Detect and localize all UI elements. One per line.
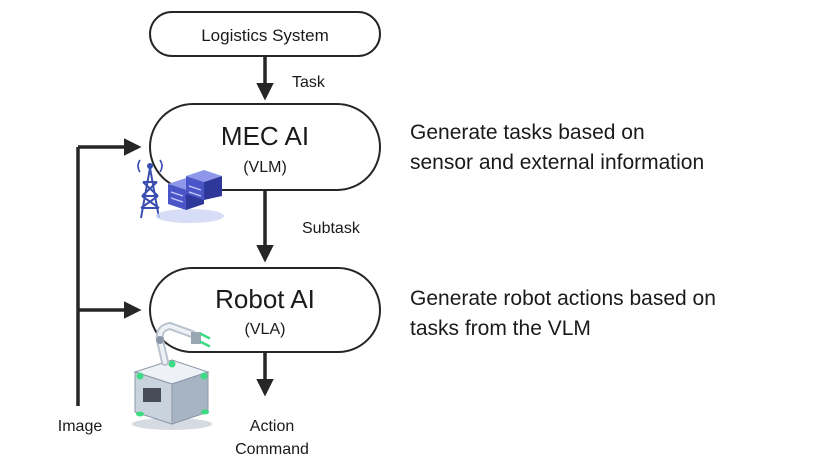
action-label-line1: Action: [250, 418, 294, 435]
action-label-line2: Command: [235, 441, 309, 458]
subtask-label: Subtask: [302, 220, 361, 237]
logistics-system-label: Logistics System: [201, 26, 329, 45]
mec-ai-title: MEC AI: [221, 121, 309, 151]
mec-description-line2: sensor and external information: [410, 151, 704, 174]
robot-arm-icon: [132, 321, 212, 430]
task-label: Task: [292, 74, 326, 91]
image-label: Image: [58, 418, 103, 435]
mec-ai-subtitle: (VLM): [243, 159, 287, 176]
mec-ai-node: MEC AI (VLM): [149, 103, 381, 191]
robot-description-line1: Generate robot actions based on: [410, 287, 716, 310]
robot-ai-title: Robot AI: [215, 284, 315, 314]
robot-ai-node: Robot AI (VLA): [149, 267, 381, 353]
robot-description-line2: tasks from the VLM: [410, 317, 591, 340]
robot-ai-subtitle: (VLA): [245, 321, 286, 338]
logistics-system-node: Logistics System: [149, 11, 381, 57]
cell-tower-server-icon: [137, 159, 224, 223]
mec-description-line1: Generate tasks based on: [410, 121, 645, 144]
